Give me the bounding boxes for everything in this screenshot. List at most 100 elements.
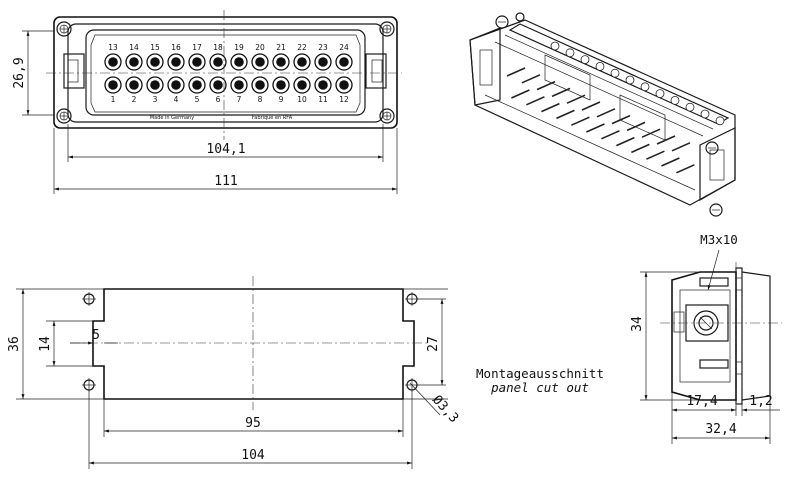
iso-pin-cap (580, 55, 590, 64)
cutout-label: Montageausschnitt panel cut out (476, 366, 604, 395)
dim-height-cutout: 36 (7, 336, 22, 352)
pin-number: 7 (237, 95, 242, 104)
dim-height-side: 34 (630, 316, 645, 332)
pin-numbers-bottom: 1 2 3 4 5 6 7 8 9 10 11 12 (111, 95, 349, 104)
pin-socket (339, 80, 349, 90)
pin-socket (108, 57, 118, 67)
dim-total-width-front: 111 (214, 174, 237, 189)
iso-pin-cap (625, 75, 635, 85)
pin-socket (276, 57, 286, 67)
dim-inner-cutout: 14 (38, 336, 53, 352)
iso-pin (506, 67, 526, 77)
pin-socket (192, 57, 202, 67)
iso-pin (566, 94, 586, 104)
pin-socket (129, 57, 139, 67)
dim-width-cutout: 95 (245, 416, 261, 431)
marking-left: Made in Germany (150, 115, 194, 121)
pin-number: 1 (111, 95, 116, 104)
pin-socket (129, 80, 139, 90)
pin-number: 10 (297, 95, 307, 104)
pin-socket (192, 80, 202, 90)
pin-socket (234, 57, 244, 67)
pin-socket (255, 80, 265, 90)
iso-pin (671, 142, 691, 152)
pin-number: 24 (339, 43, 349, 52)
iso-pin-cap (700, 109, 710, 119)
pin-number: 14 (129, 43, 139, 52)
dim-flange-side: 1,2 (749, 394, 772, 409)
pin-socket (339, 57, 349, 67)
front-view: 13 14 15 16 17 18 19 20 21 22 23 24 1 2 … (12, 10, 402, 194)
pin-number: 6 (216, 95, 221, 104)
pin-socket (318, 80, 328, 90)
pin-number: 3 (153, 95, 158, 104)
iso-pin-cap (550, 41, 560, 51)
dim-total-side: 32,4 (705, 422, 736, 437)
pin-socket (276, 80, 286, 90)
iso-pin (616, 136, 635, 147)
pin-socket (213, 80, 223, 90)
iso-pin (571, 116, 590, 126)
iso-pin (626, 121, 646, 132)
iso-pin (521, 74, 541, 84)
marking-right: Fabriqué en RFA (252, 114, 293, 121)
pin-socket (108, 80, 118, 90)
pin-number: 20 (255, 43, 265, 52)
screw-icon (379, 21, 395, 37)
pin-socket (171, 80, 181, 90)
cutout-label-english: panel cut out (490, 380, 589, 395)
pin-number: 21 (276, 43, 286, 52)
iso-pin (646, 150, 665, 160)
screw-icon (56, 21, 72, 37)
dim-inner-width-front: 104,1 (206, 142, 245, 157)
iso-pin-cap (655, 89, 665, 98)
pin-number: 5 (195, 95, 200, 104)
screw-icon (495, 12, 525, 29)
pin-numbers-top: 13 14 15 16 17 18 19 20 21 22 23 24 (108, 43, 349, 52)
iso-pin (511, 89, 530, 99)
pin-socket (150, 80, 160, 90)
pin-number: 15 (150, 43, 160, 52)
screw-icon (56, 108, 72, 124)
iso-pin (556, 109, 575, 120)
pin-socket (318, 57, 328, 67)
isometric-view (469, 12, 736, 217)
cutout-label-german: Montageausschnitt (476, 366, 604, 381)
pin-number: 18 (213, 43, 223, 52)
iso-pin (526, 96, 545, 106)
pin-socket (213, 57, 223, 67)
pin-socket (234, 80, 244, 90)
dim-hole-cutout: Ø3,3 (429, 393, 461, 426)
iso-pin (596, 108, 616, 118)
screw-icon (705, 141, 719, 155)
iso-pin-cap (715, 116, 725, 126)
pin-socket (255, 57, 265, 67)
iso-pin (541, 102, 560, 113)
iso-pin (656, 135, 676, 145)
pin-number: 12 (339, 95, 349, 104)
iso-pin-cap (670, 96, 680, 105)
iso-pin (611, 114, 631, 125)
pin-socket (297, 57, 307, 67)
dim-small-cutout: 5 (92, 328, 100, 343)
iso-pin-cap (610, 68, 620, 78)
iso-pin (581, 101, 601, 111)
pin-number: 2 (132, 95, 137, 104)
pin-number: 8 (258, 95, 263, 104)
iso-pin-cap (595, 62, 605, 71)
dim-depth-side: 17,4 (686, 394, 717, 409)
pin-number: 22 (297, 43, 307, 52)
iso-pin (551, 87, 571, 98)
iso-pin (661, 157, 680, 167)
iso-pin-cap (565, 48, 575, 58)
screw-icon (379, 108, 395, 124)
iso-pin (676, 164, 695, 174)
pin-socket (297, 80, 307, 90)
pin-number: 17 (192, 43, 202, 52)
pin-socket (171, 57, 181, 67)
side-view: M3x10 34 17,4 1,2 32,4 (630, 232, 782, 444)
pin-number: 13 (108, 43, 118, 52)
pin-number: 16 (171, 43, 181, 52)
iso-pin (631, 143, 650, 154)
